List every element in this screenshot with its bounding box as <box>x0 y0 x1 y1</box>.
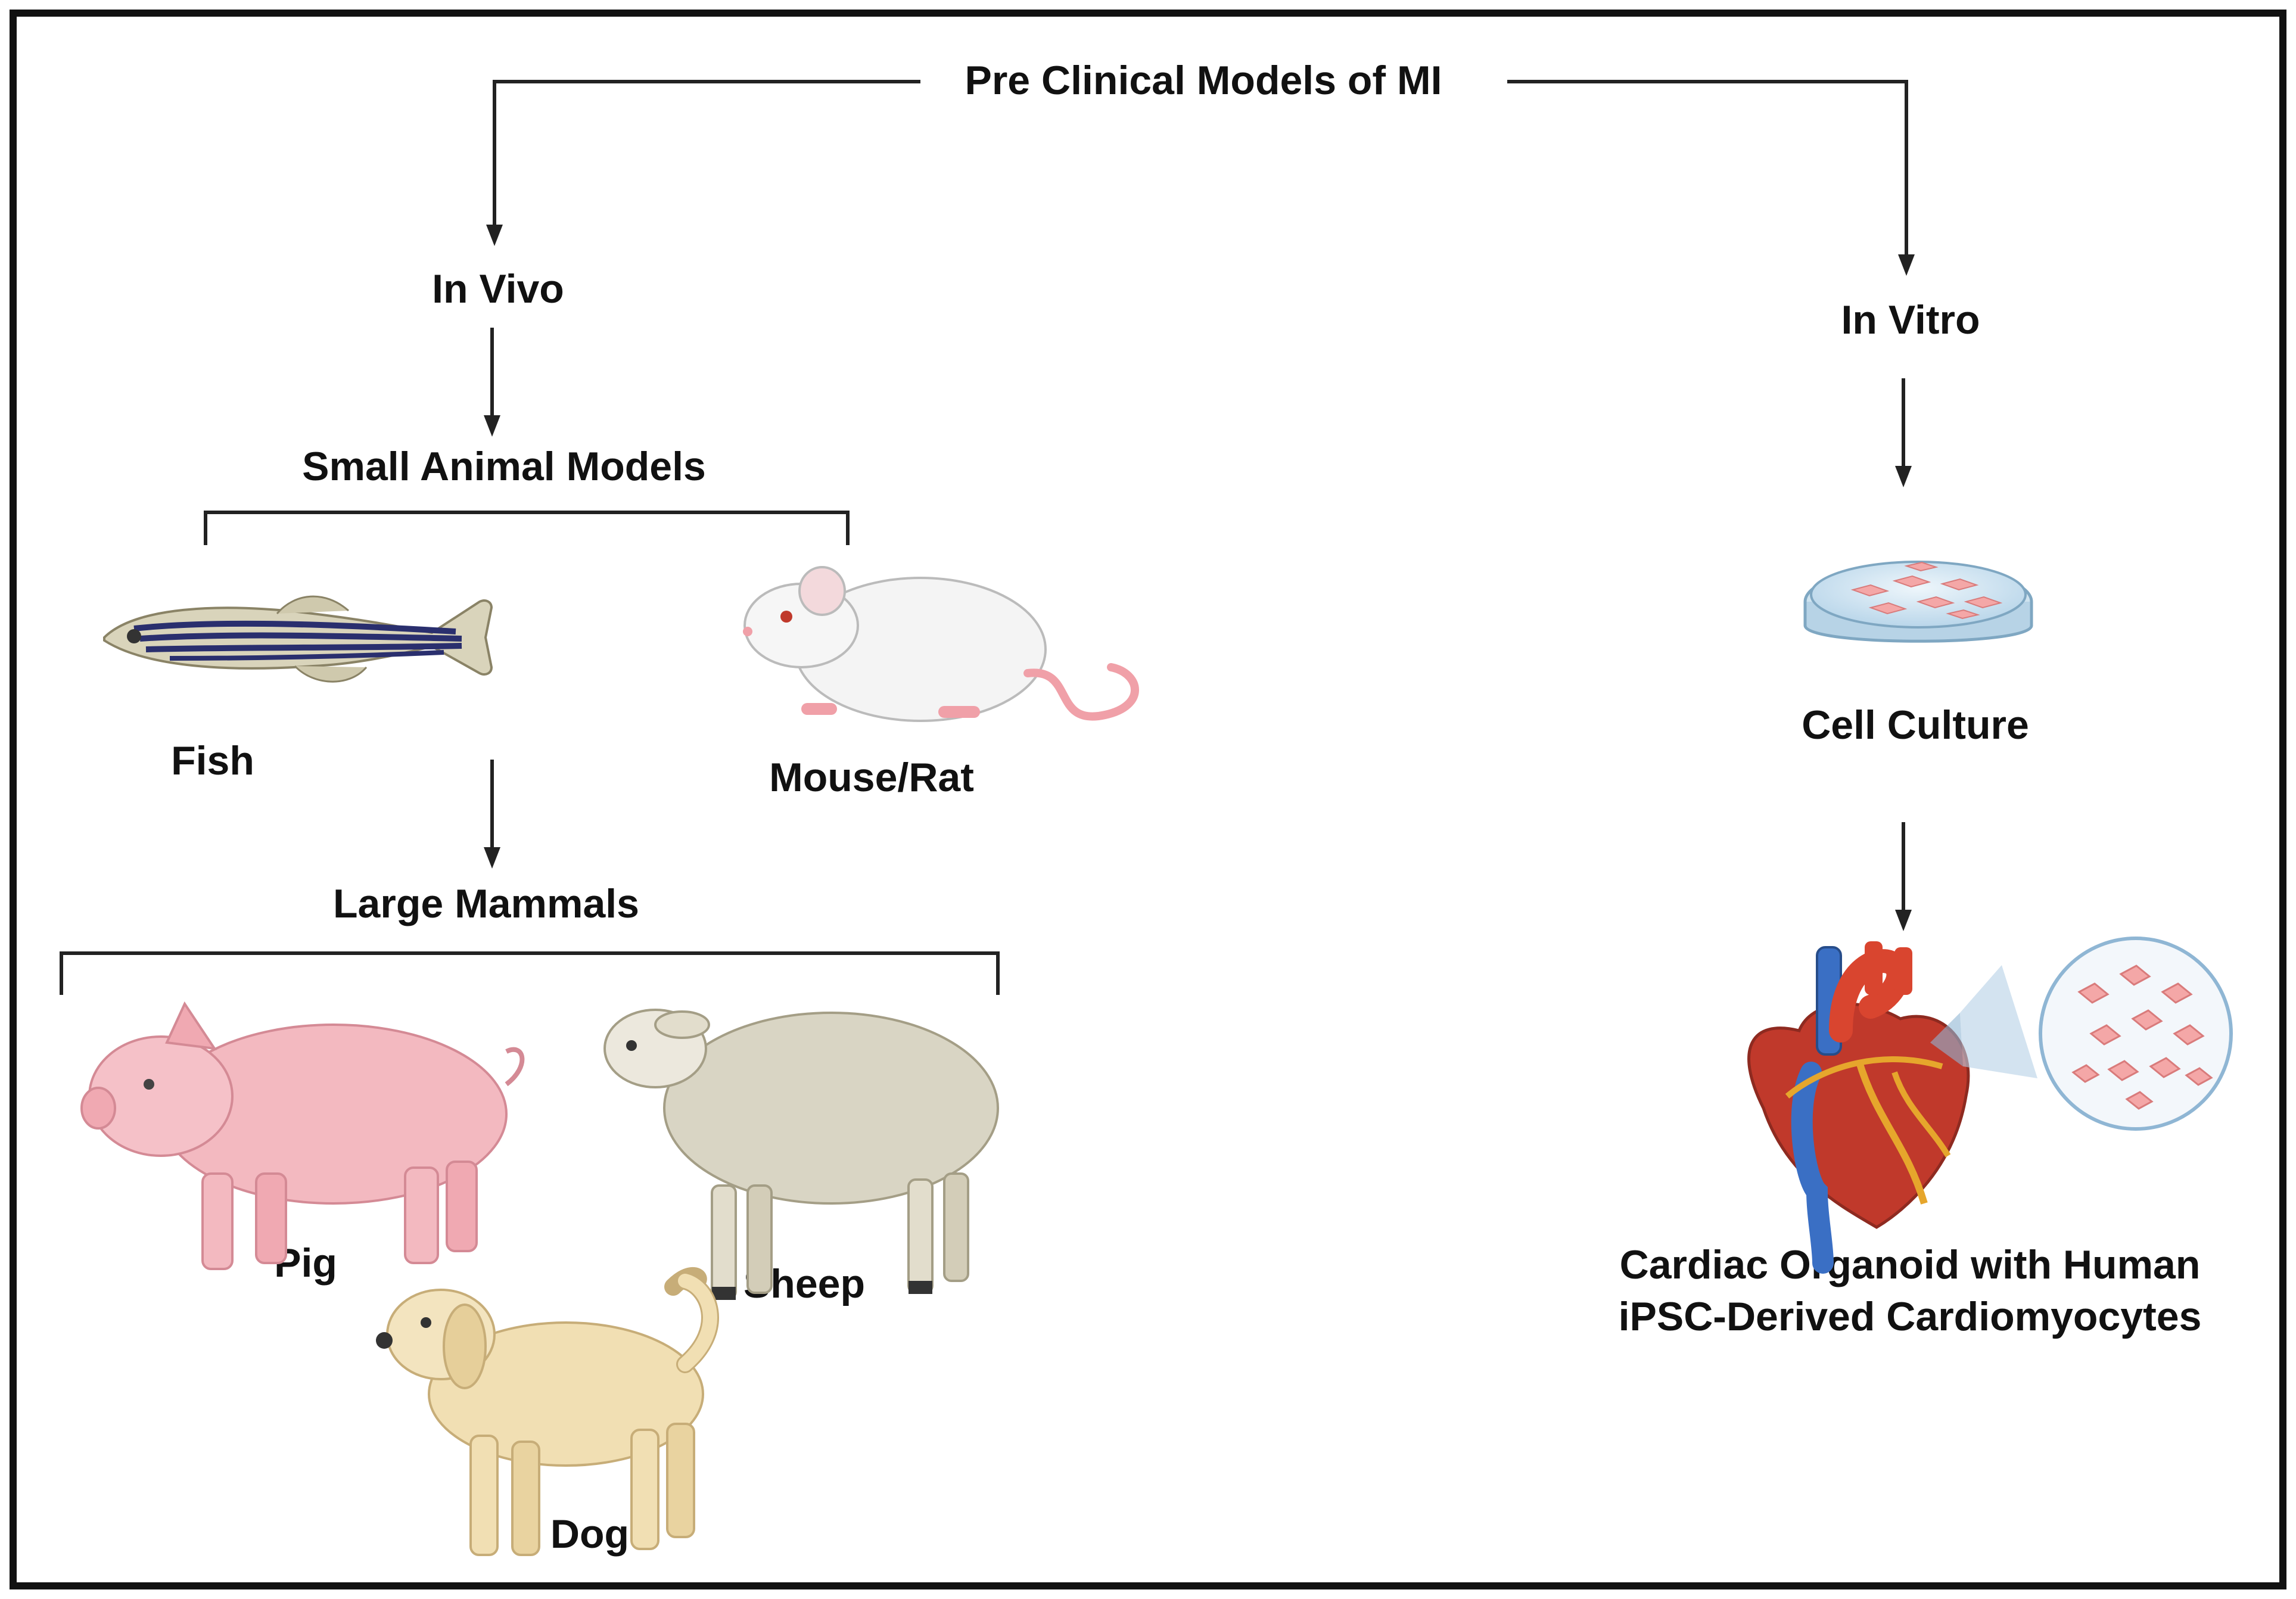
mouse-illustration <box>743 566 1139 722</box>
small-animal-models-label: Small Animal Models <box>302 444 706 489</box>
dog-illustration <box>376 1267 719 1556</box>
petri-dish-illustration <box>1803 561 2033 643</box>
dog-label: Dog <box>550 1511 629 1557</box>
diagram-title: Pre Clinical Models of MI <box>965 58 1442 103</box>
in-vivo-label: In Vivo <box>432 266 564 312</box>
in-vitro-label: In Vitro <box>1841 297 1980 343</box>
organoid-label-line1: Cardiac Organoid with Human <box>1620 1242 2201 1287</box>
cell-culture-label: Cell Culture <box>1802 702 2029 748</box>
organoid-label-line2: iPSC-Derived Cardiomyocytes <box>1619 1294 2202 1339</box>
fish-label: Fish <box>171 738 254 783</box>
pig-illustration <box>80 1001 525 1270</box>
connector-lines <box>60 80 1915 995</box>
fish-illustration <box>103 595 493 683</box>
large-mammals-label: Large Mammals <box>333 881 639 926</box>
mouse-rat-label: Mouse/Rat <box>769 755 974 800</box>
heart-illustration <box>1747 941 2037 1274</box>
sheep-illustration <box>603 1009 999 1300</box>
cardiomyocytes-magnified-illustration <box>2039 937 2233 1131</box>
figure-border <box>10 10 2286 1589</box>
